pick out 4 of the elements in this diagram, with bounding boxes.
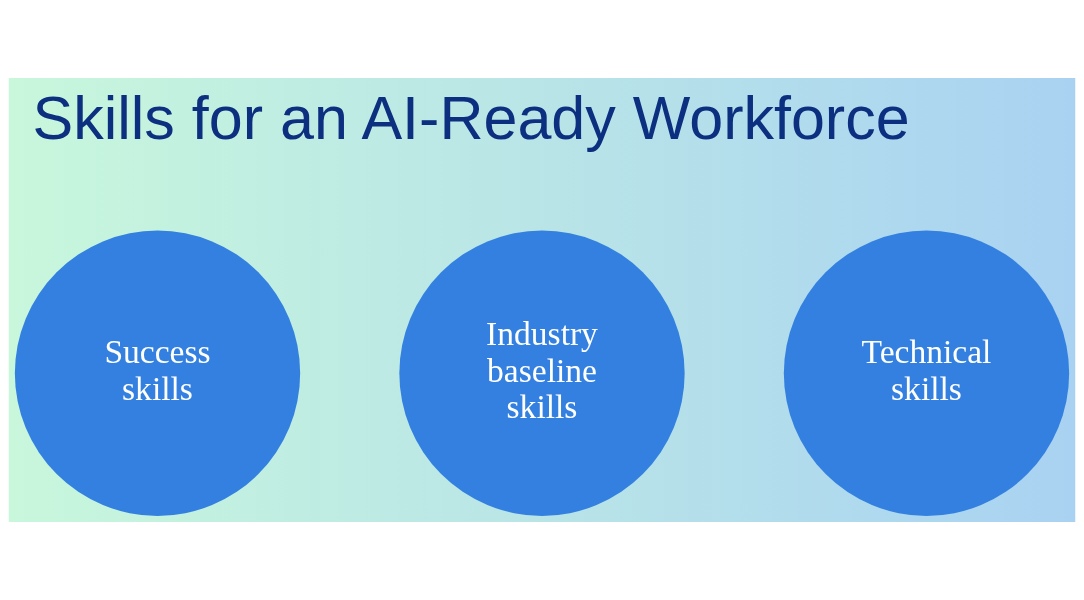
node-circle: Technical skills (783, 230, 1070, 516)
diagram-title: Skills for an AI-Ready Workforce (32, 84, 910, 153)
node-circle: Success skills (14, 230, 301, 516)
node-circle: Industry baseline skills (399, 230, 685, 516)
